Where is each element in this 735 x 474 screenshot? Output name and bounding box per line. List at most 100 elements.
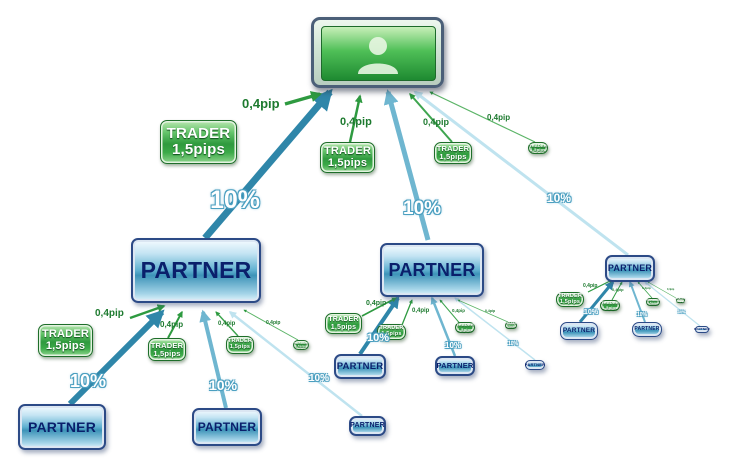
pip-mid-3 xyxy=(439,299,463,327)
trader-pips: 1,5pips xyxy=(457,326,473,332)
partner-label: PARTNER xyxy=(197,419,257,434)
trader-title: TRADER xyxy=(436,144,470,154)
trader-pips: 1,5pips xyxy=(676,300,685,303)
percent-label: 10% xyxy=(584,309,599,316)
trader-title: TRADER xyxy=(601,300,619,306)
trader-pips: 1,5pips xyxy=(45,339,86,352)
link-right-child-3 xyxy=(644,281,701,327)
pip-label: 0,4pip xyxy=(340,116,372,128)
pip-label: 0,4pip xyxy=(242,96,280,111)
percent-label: 10% xyxy=(367,332,390,344)
pip-child-3 xyxy=(215,311,239,337)
partner-label: PARTNER xyxy=(336,360,384,372)
percent-label: 10% xyxy=(445,341,462,350)
partner-label: PARTNER xyxy=(27,418,97,435)
percent-label: 10% xyxy=(508,341,519,347)
partner-label: PARTNER xyxy=(562,326,596,334)
pip-child-2 xyxy=(167,310,183,339)
percent-label: 10% xyxy=(637,312,648,318)
partner-label: PARTNER xyxy=(524,361,546,367)
pip-label: 0,4pip xyxy=(266,320,281,326)
percent-label: 10% xyxy=(678,310,686,314)
percent-label: 10% xyxy=(309,373,330,384)
partner-node: PARTNER xyxy=(192,408,262,446)
pip-label: 0,4pip xyxy=(612,287,624,292)
trader-title: TRADER xyxy=(227,338,253,345)
percent-label: 10% xyxy=(209,377,238,393)
trader-title: TRADER xyxy=(294,340,308,345)
trader-title: TRADER xyxy=(328,316,359,324)
pip-link-trader-1 xyxy=(284,91,323,106)
trader-pips: 1,5pips xyxy=(381,331,402,337)
link-right-child-2 xyxy=(628,280,646,323)
pip-label: 0,4pip xyxy=(452,308,466,313)
pip-right-2 xyxy=(611,281,623,301)
pip-label: 0,4pip xyxy=(423,117,450,127)
trader-pips: 1,5pips xyxy=(330,323,357,331)
trader-pips: 1,5pips xyxy=(171,141,226,158)
partner-label: PARTNER xyxy=(140,257,252,284)
partner-label: PARTNER xyxy=(436,361,474,371)
pip-child-1 xyxy=(129,304,166,320)
trader-title: TRADER xyxy=(505,321,517,325)
pip-mid-4 xyxy=(457,299,509,323)
trader-title: TRADER xyxy=(529,142,547,148)
percent-label: 10% xyxy=(70,371,107,391)
trader-title: TRADER xyxy=(456,322,474,328)
top-user-box xyxy=(311,17,444,88)
pip-link-trader-4 xyxy=(429,91,536,143)
pip-label: 0,4pip xyxy=(667,288,675,291)
partner-node: PARTNER xyxy=(435,356,475,376)
trader-title: TRADER xyxy=(675,298,686,301)
partner-node: PARTNER xyxy=(632,322,662,337)
percent-label: 10% xyxy=(547,191,572,205)
link-mid-child-2 xyxy=(430,296,457,357)
link-right-child-1 xyxy=(578,280,615,323)
link-child-1 xyxy=(67,309,165,407)
trader-title: TRADER xyxy=(646,297,660,302)
partner-node: PARTNER xyxy=(131,238,261,303)
pip-right-4 xyxy=(647,281,677,299)
trader-pips: 1,5pips xyxy=(439,152,467,161)
partner-node: PARTNER xyxy=(349,416,386,436)
pip-label: 0,4pip xyxy=(487,113,511,122)
pip-link-trader-2 xyxy=(348,94,363,143)
trader-pips: 1,5pips xyxy=(602,304,618,310)
partner-node: PARTNER xyxy=(525,360,545,370)
pip-child-4 xyxy=(243,309,299,341)
trader-pips: 1,5pips xyxy=(559,298,581,305)
partner-label: PARTNER xyxy=(388,259,476,280)
percent-label: 10% xyxy=(210,186,261,214)
trader-pips: 1,5pips xyxy=(647,301,659,305)
pip-label: 0,4pip xyxy=(412,308,430,314)
partner-node: PARTNER xyxy=(334,354,386,379)
pip-mid-1 xyxy=(361,297,397,317)
partner-label: PARTNER xyxy=(694,326,710,331)
trader-title: TRADER xyxy=(166,125,231,143)
pip-label: 0,4pip xyxy=(95,308,124,319)
link-partner-main-to-top xyxy=(202,88,333,241)
link-mid-child-3 xyxy=(454,297,536,361)
pip-right-3 xyxy=(637,281,653,299)
pip-label: 0,4pip xyxy=(218,321,236,327)
trader-title: TRADER xyxy=(557,292,583,299)
link-child-2 xyxy=(199,309,228,409)
partner-label: PARTNER xyxy=(350,422,385,430)
partner-node: PARTNER xyxy=(605,255,655,282)
trader-pips: 1,5pips xyxy=(295,344,307,348)
partner-label: PARTNER xyxy=(634,325,660,332)
pip-label: 0,4pip xyxy=(160,320,184,329)
partner-node: PARTNER xyxy=(560,322,598,340)
pip-label: 0,4pip xyxy=(485,309,496,313)
